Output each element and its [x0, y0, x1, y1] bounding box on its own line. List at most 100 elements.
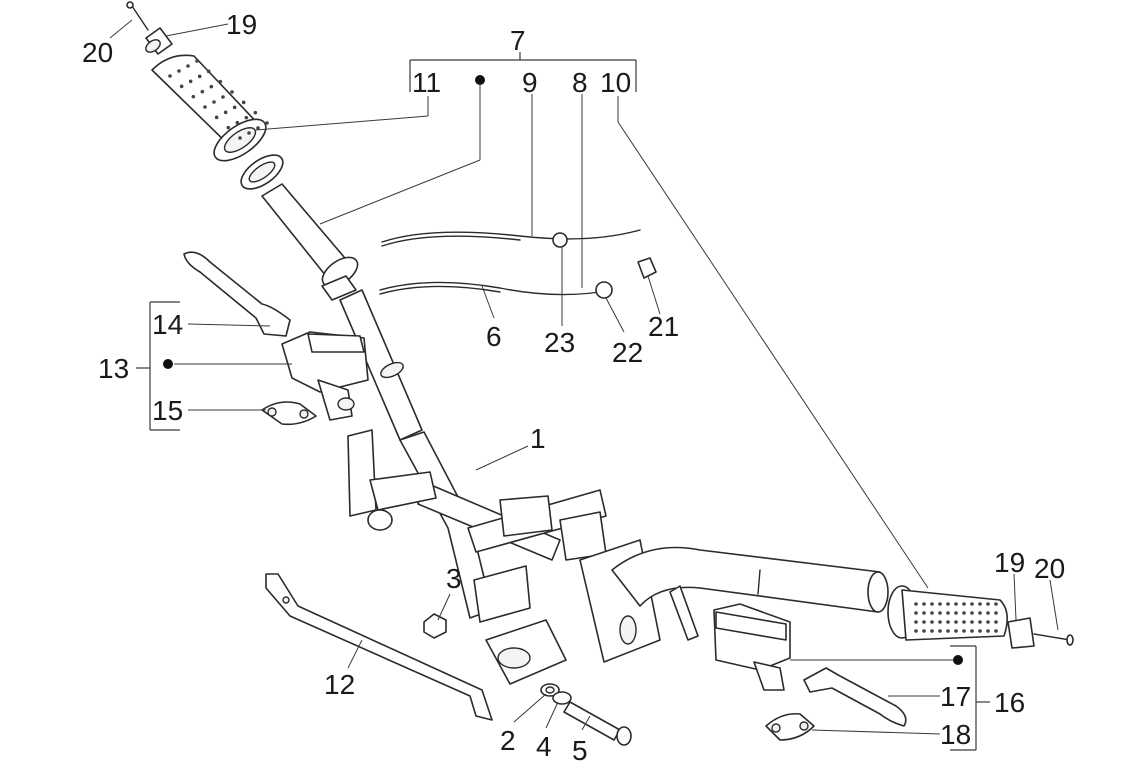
callout-5: 5: [572, 735, 588, 766]
grip-texture-dot: [962, 611, 966, 615]
kit-bracket-13: [136, 301, 180, 431]
right-grip-end-weight: [1007, 617, 1035, 649]
grip-texture-dot: [978, 620, 982, 624]
grip-texture-dot: [994, 611, 998, 615]
grip-texture-dot: [203, 105, 207, 109]
leader-lines: [109, 19, 1059, 735]
grip-texture-dot: [265, 121, 269, 125]
grip-texture-dot: [186, 64, 190, 68]
grip-texture-dot: [197, 74, 202, 79]
grip-texture-dot: [223, 110, 228, 115]
handlebar-frame: [347, 429, 889, 685]
left-hand-grip: [151, 54, 269, 162]
callout-19-right: 19: [994, 547, 1025, 578]
callout-7: 7: [510, 25, 526, 56]
grip-texture-dot: [946, 620, 950, 624]
right-hand-grip: [887, 585, 1008, 641]
grip-texture-dot: [218, 79, 223, 84]
callout-3: 3: [446, 563, 462, 594]
nut: [423, 613, 447, 639]
grip-texture-dot: [986, 629, 990, 633]
left-grip-end-weight: [145, 27, 173, 55]
grip-texture-dot: [954, 620, 958, 624]
callout-23: 23: [544, 327, 575, 358]
grip-texture-dot: [914, 620, 918, 624]
throttle-tube: [261, 183, 359, 301]
grip-texture-dot: [930, 629, 934, 633]
grip-texture-dot: [914, 611, 918, 615]
grip-texture-dot: [970, 611, 974, 615]
grip-texture-dot: [954, 611, 958, 615]
right-brake-lever: [803, 667, 907, 727]
grip-texture-dot: [922, 629, 926, 633]
left-grip-end-screw: [126, 1, 149, 31]
grip-texture-dot: [962, 620, 966, 624]
left-grip-washer: [240, 154, 284, 190]
callout-1: 1: [530, 423, 546, 454]
grip-texture-dot: [970, 629, 974, 633]
grip-texture-dot: [241, 100, 246, 105]
grip-texture-dot: [226, 125, 231, 130]
grip-texture-dot: [212, 100, 216, 104]
grip-texture-dot: [930, 611, 934, 615]
grip-texture-dot: [914, 629, 918, 633]
grip-texture-dot: [922, 602, 926, 606]
grip-texture-dot: [962, 602, 966, 606]
grip-texture-dot: [994, 620, 998, 624]
left-lever-clamp: [261, 401, 317, 426]
grip-texture-dot: [235, 120, 240, 125]
grip-texture-dot: [195, 59, 199, 63]
support-bracket: [265, 573, 493, 721]
callout-15: 15: [152, 395, 183, 426]
callout-22: 22: [612, 337, 643, 368]
grip-texture-dot: [253, 110, 258, 115]
grip-texture-dot: [168, 74, 172, 78]
grip-texture-dot: [179, 84, 184, 89]
grip-texture-dot: [994, 602, 998, 606]
grip-texture-dot: [177, 69, 181, 73]
right-master-cylinder: [713, 603, 791, 691]
grip-texture-dot: [930, 620, 934, 624]
callout-2: 2: [500, 725, 516, 756]
grip-texture-dot: [946, 611, 950, 615]
grip-texture-dot: [256, 126, 260, 130]
grip-texture-dot: [244, 115, 249, 120]
callout-19: 19: [226, 9, 257, 40]
grip-texture-dot: [946, 629, 950, 633]
grip-texture-dot: [938, 602, 942, 606]
callout-20: 20: [82, 37, 113, 68]
grip-texture-dot: [986, 620, 990, 624]
left-brake-lever: [183, 251, 291, 337]
callout-16: 16: [994, 687, 1025, 718]
right-lever-clamp: [765, 712, 815, 741]
grip-texture-dot: [954, 629, 958, 633]
grip-texture-dot: [188, 79, 193, 84]
grip-texture-dot: [986, 611, 990, 615]
grip-texture-dot: [938, 611, 942, 615]
callout-6: 6: [486, 321, 502, 352]
kit-dot-marker: [475, 75, 485, 85]
grip-texture-dot: [232, 105, 237, 110]
grip-texture-dot: [230, 90, 234, 94]
grip-texture-dot: [978, 629, 982, 633]
grip-texture-dot: [914, 602, 918, 606]
grip-texture-dot: [922, 611, 926, 615]
grip-texture-dot: [214, 115, 219, 120]
callout-10: 10: [600, 67, 631, 98]
kit-dot-marker: [163, 359, 173, 369]
grip-texture-dot: [922, 620, 926, 624]
throttle-cable-lower: [379, 257, 657, 299]
grip-texture-dot: [970, 620, 974, 624]
left-master-cylinder: [281, 331, 369, 421]
callout-4: 4: [536, 731, 552, 762]
grip-texture-dot: [962, 629, 966, 633]
throttle-cable-upper: [381, 229, 641, 248]
callout-20-right: 20: [1034, 553, 1065, 584]
grip-texture-dot: [238, 136, 242, 140]
long-bolt: [563, 701, 632, 746]
grip-texture-dot: [946, 602, 950, 606]
callout-14: 14: [152, 309, 183, 340]
callout-9: 9: [522, 67, 538, 98]
